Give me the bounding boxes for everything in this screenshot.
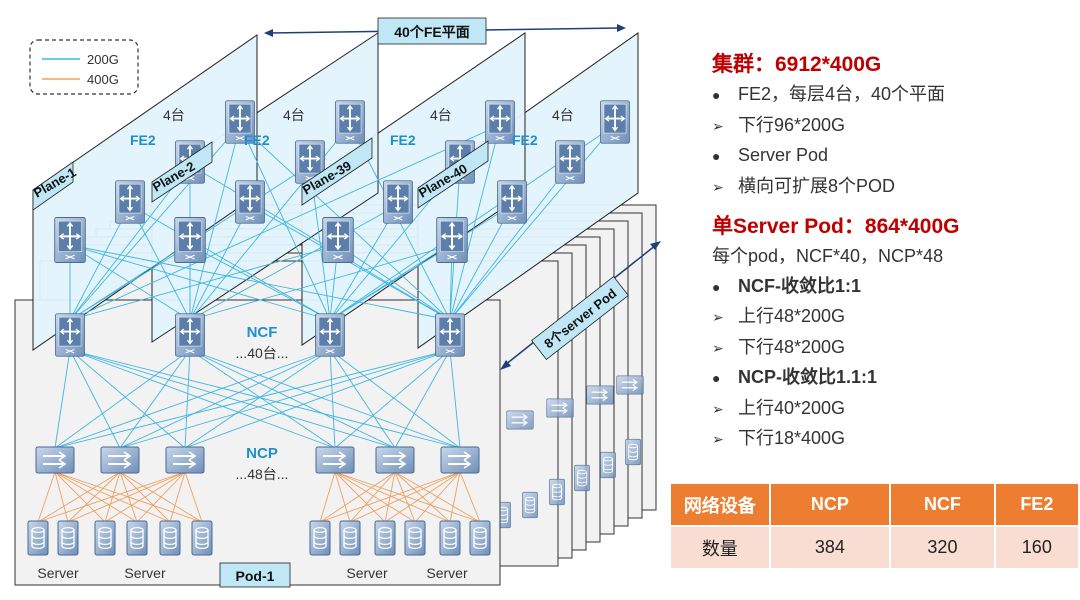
plane-39-fe-label: FE2 bbox=[390, 132, 416, 148]
server-label-3: Server bbox=[346, 565, 388, 581]
pod-1-frame bbox=[14, 299, 501, 586]
pod-line: 每个pod，NCF*40，NCP*48 bbox=[712, 246, 944, 266]
ncf-item-1: ●NCF-收敛比1:1 bbox=[712, 272, 1072, 303]
ncf-item-3: ➢下行48*200G bbox=[712, 333, 1072, 364]
network-topology-diagram: Plane-1 Plane-2 Plane-39 Plane-40 4台 FE2… bbox=[14, 17, 661, 588]
server-label-4: Server bbox=[426, 565, 468, 581]
plane-1-count: 4台 bbox=[163, 107, 185, 123]
ncp-item-1: ●NCP-收敛比1.1:1 bbox=[712, 363, 1072, 394]
bullet-icon: ● bbox=[712, 87, 721, 103]
pod-1-label: Pod-1 bbox=[236, 568, 275, 584]
device-count-table: 网络设备 NCP NCF FE2 数量 384 320 160 bbox=[669, 482, 1080, 570]
bullet-icon: ● bbox=[712, 370, 721, 386]
plane-1-fe-label: FE2 bbox=[130, 132, 156, 148]
plane-2-fe-label: FE2 bbox=[244, 132, 270, 148]
cluster-item-3: ●Server Pod bbox=[712, 141, 1072, 172]
plane-40-fe-label: FE2 bbox=[512, 132, 538, 148]
cluster-item-2: ➢下行96*200G bbox=[712, 111, 1072, 142]
plane-39-count: 4台 bbox=[430, 107, 452, 123]
table-row: 数量 384 320 160 bbox=[671, 527, 1078, 568]
table-cell: 320 bbox=[891, 527, 994, 568]
ncp-item-2: ➢上行40*200G bbox=[712, 394, 1072, 425]
table-header-cell: NCF bbox=[891, 484, 994, 525]
ncp-server-links bbox=[37, 471, 481, 523]
arrow-bullet-icon: ➢ bbox=[712, 117, 724, 134]
table-header-cell: 网络设备 bbox=[671, 484, 769, 525]
ncf-ncp-links bbox=[54, 349, 461, 449]
ncf-count: ...40台... bbox=[236, 345, 289, 361]
table-cell: 384 bbox=[770, 527, 890, 568]
ncp-count: ...48台... bbox=[236, 466, 289, 482]
pod-title: 单Server Pod：864*400G bbox=[712, 215, 960, 238]
plane-40-count: 4台 bbox=[552, 107, 574, 123]
plane-40-panel bbox=[417, 32, 639, 349]
ncf-item-2: ➢上行48*200G bbox=[712, 302, 1072, 333]
table-row-label: 数量 bbox=[671, 527, 769, 568]
server-label-1: Server bbox=[37, 565, 79, 581]
cluster-item-4: ➢横向可扩展8个POD bbox=[712, 172, 1072, 203]
bullet-icon: ● bbox=[712, 148, 721, 164]
arrow-bullet-icon: ➢ bbox=[712, 309, 724, 325]
plane-2-panel bbox=[151, 32, 379, 343]
cluster-title: 集群：6912*400G bbox=[712, 53, 882, 76]
arrow-bullet-icon: ➢ bbox=[712, 400, 724, 417]
spec-panel: 集群：6912*400G ●FE2，每层4台，40个平面 ➢下行96*200G … bbox=[712, 50, 1072, 455]
cluster-item-1: ●FE2，每层4台，40个平面 bbox=[712, 80, 1072, 111]
legend-400g-label: 400G bbox=[87, 72, 119, 87]
ncf-label: NCF bbox=[247, 324, 278, 341]
table-header-cell: NCP bbox=[770, 484, 890, 525]
table-cell: 160 bbox=[995, 527, 1078, 568]
server-label-2: Server bbox=[124, 565, 166, 581]
arrow-bullet-icon: ➢ bbox=[712, 178, 724, 195]
arrow-bullet-icon: ➢ bbox=[712, 431, 724, 447]
ncp-item-3: ➢下行18*400G bbox=[712, 424, 1072, 455]
ncp-label: NCP bbox=[246, 445, 278, 462]
legend-200g-label: 200G bbox=[87, 52, 119, 67]
bullet-icon: ● bbox=[712, 278, 721, 295]
arrow-bullet-icon: ➢ bbox=[712, 339, 724, 356]
table-header-row: 网络设备 NCP NCF FE2 bbox=[671, 484, 1078, 525]
legend: 200G 400G bbox=[29, 39, 139, 95]
fe-planes-span: 40个FE平面 bbox=[264, 17, 626, 45]
plane-2-count: 4台 bbox=[283, 107, 305, 123]
table-header-cell: FE2 bbox=[995, 484, 1078, 525]
fe-planes-label: 40个FE平面 bbox=[394, 24, 469, 40]
